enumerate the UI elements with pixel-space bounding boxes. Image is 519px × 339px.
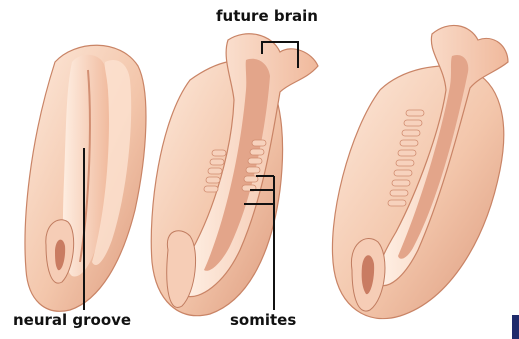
embryo-stage-3 (332, 25, 508, 318)
neural-groove-label: neural groove (13, 313, 131, 328)
embryo-stage-2 (151, 34, 318, 316)
somites-label: somites (230, 313, 296, 328)
embryo-stage-1 (25, 45, 146, 311)
future-brain-label: future brain (216, 9, 318, 24)
edge-mark (512, 315, 519, 339)
